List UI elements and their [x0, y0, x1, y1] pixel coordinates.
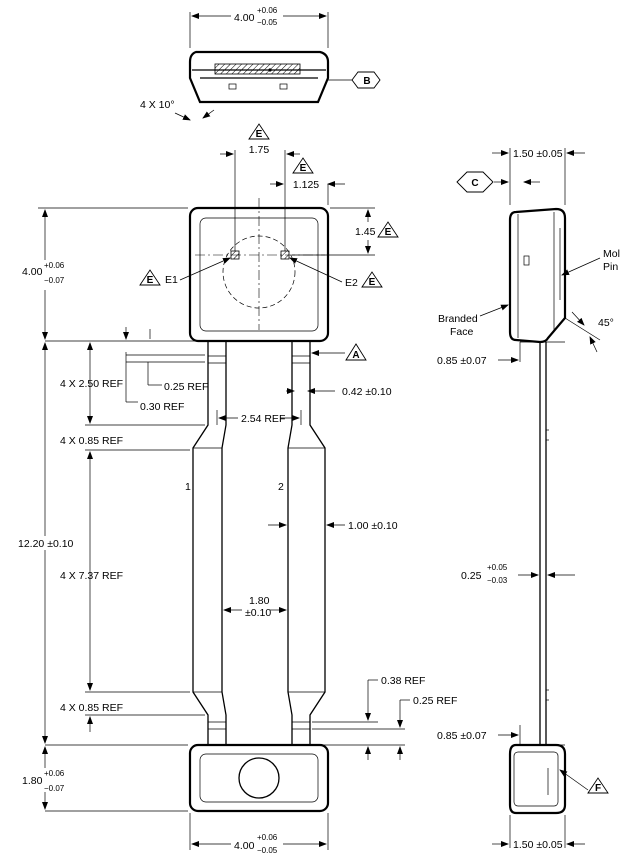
tab-height-tol-minus: −0.07: [44, 784, 65, 793]
bottom-0-38-label: 0.38 REF: [381, 675, 425, 687]
gap-1-80-main: 1.80: [249, 595, 270, 607]
e-callout-3: E: [385, 227, 392, 238]
pin-2-label: 2: [278, 481, 284, 493]
mold-pin-line-2: Pin: [603, 261, 618, 273]
branded-face-line-1: Branded: [438, 313, 478, 325]
lead-width-1-00-label: 1.00 ±0.10: [348, 520, 398, 532]
side-0-85-top-label: 0.85 ±0.07: [437, 355, 487, 367]
gap-1-80-tol: ±0.10: [245, 607, 271, 619]
body-height-main: 4.00: [22, 266, 43, 278]
bottom-width-tol-plus: +0.06: [257, 833, 278, 842]
top-width-main: 4.00: [234, 12, 255, 24]
datum-b-label: B: [363, 76, 370, 87]
side-top-width-label: 1.50 ±0.05: [513, 148, 563, 160]
e-callout-4: E: [147, 275, 154, 286]
lead-1: [192, 341, 227, 745]
lead-7-37-label: 4 X 7.37 REF: [60, 570, 123, 582]
branded-face-line-2: Face: [450, 326, 474, 338]
top-width-tol-minus: −0.05: [257, 18, 278, 27]
pitch-2-54-label: 2.54 REF: [241, 413, 285, 425]
dim-1-75: 1.75: [249, 144, 270, 156]
side-view: 1.50 ±0.05 C Mol Pin Branded Face 45°: [437, 148, 620, 851]
datum-f-label: F: [595, 783, 601, 794]
e-callout-5: E: [369, 277, 376, 288]
lead-0-85-bottom-label: 4 X 0.85 REF: [60, 702, 123, 714]
lead-0-25-label: 0.25 REF: [164, 381, 208, 393]
front-view: E 1.75 E 1.125 1.45 E E E1 E2 E 4.00 +0.…: [15, 123, 457, 855]
lead-2: [287, 341, 326, 745]
e2-element: [280, 250, 290, 260]
datum-a-label: A: [352, 350, 359, 361]
hatched-element: [214, 63, 301, 75]
lead-0-42-label: 0.42 ±0.10: [342, 386, 392, 398]
side-bottom-width-label: 1.50 ±0.05: [513, 839, 563, 851]
lead-0-30-label: 0.30 REF: [140, 401, 184, 413]
chamfer-angle-label: 45°: [598, 317, 614, 329]
e-callout-2: E: [300, 163, 307, 174]
tab-height-main: 1.80: [22, 775, 43, 787]
e1-element: [230, 250, 240, 260]
bottom-width-tol-minus: −0.05: [257, 846, 278, 855]
body-height-tol-plus: +0.06: [44, 261, 65, 270]
body-height-tol-minus: −0.07: [44, 276, 65, 285]
bottom-0-25-label: 0.25 REF: [413, 695, 457, 707]
side-0-85-bottom-label: 0.85 ±0.07: [437, 730, 487, 742]
dim-1-45: 1.45: [355, 226, 376, 238]
thickness-tol-plus: +0.05: [487, 563, 508, 572]
top-width-tol-plus: +0.06: [257, 6, 278, 15]
thickness-tol-minus: −0.03: [487, 576, 508, 585]
mold-pin-line-1: Mol: [603, 248, 620, 260]
bottom-tab: [188, 743, 330, 813]
draft-angle-label: 4 X 10°: [140, 99, 175, 111]
datum-c-label: C: [471, 178, 478, 189]
pin-1-label: 1: [185, 481, 191, 493]
thickness-main: 0.25: [461, 570, 482, 582]
top-end-view: 4.00 +0.06 −0.05 4 X 10° B: [140, 6, 381, 121]
e2-label: E2: [345, 277, 358, 289]
lead-2-50-label: 4 X 2.50 REF: [60, 378, 123, 390]
total-length-label: 12.20 ±0.10: [18, 538, 74, 550]
hall-element-region: [222, 235, 296, 309]
tab-height-tol-plus: +0.06: [44, 769, 65, 778]
e-callout-1: E: [256, 129, 263, 140]
lead-0-85-top-label: 4 X 0.85 REF: [60, 435, 123, 447]
dim-1-125: 1.125: [293, 179, 319, 191]
e1-label: E1: [165, 274, 178, 286]
bottom-width-main: 4.00: [234, 840, 255, 852]
